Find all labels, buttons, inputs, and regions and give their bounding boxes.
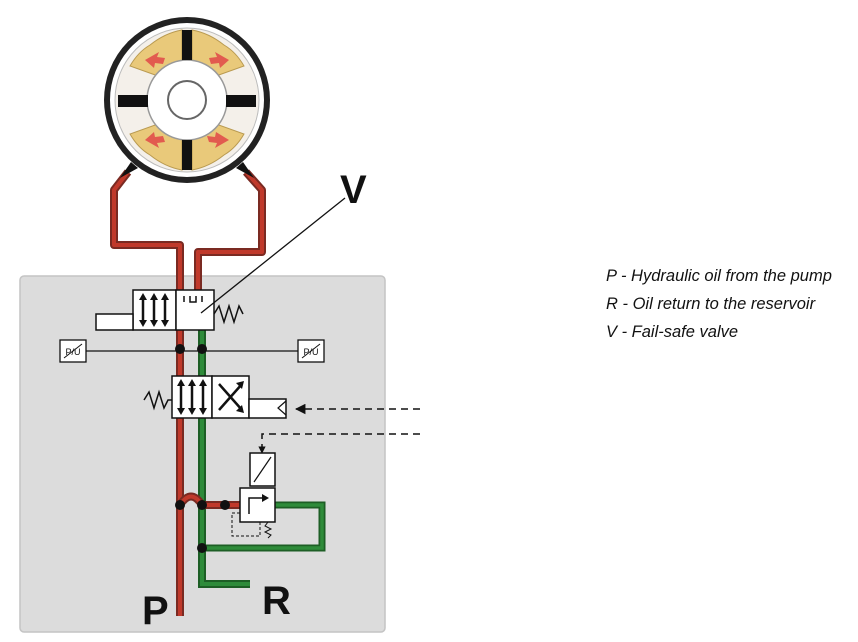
rotation-arrow-icon (145, 52, 165, 68)
return-port-label: R (262, 579, 291, 623)
sensor-symbol-text: P/U (303, 347, 318, 357)
control-valve-solenoid (248, 398, 287, 419)
valve-marker-label: V (340, 168, 367, 212)
flow-arrow-icon (236, 162, 254, 178)
legend-item-return: R - Oil return to the reservoir (606, 295, 816, 313)
legend-item-pressure: P - Hydraulic oil from the pump (606, 267, 832, 285)
motor-vane (182, 30, 192, 60)
sensor-symbol-text: P/U (65, 347, 80, 357)
legend-item-valve: V - Fail-safe valve (606, 323, 739, 341)
control-valve (143, 375, 287, 419)
pilot-signal-line (258, 433, 420, 454)
solenoid-coil (95, 313, 134, 331)
rotation-arrow-icon (207, 132, 229, 148)
control-valve-spring (143, 389, 172, 411)
rotation-arrow-icon (209, 52, 229, 68)
pressure-line-to-motor (110, 169, 266, 290)
return-spring (213, 303, 244, 325)
pressure-relief-valve (231, 452, 276, 539)
pressure-sensor-right: P/U (297, 339, 325, 363)
pressure-port-label: P (142, 589, 169, 633)
valve-pointer-line (200, 197, 346, 314)
pressure-sensor-left: P/U (59, 339, 87, 363)
fail-safe-valve (95, 289, 244, 331)
control-valve-solenoid-marker (277, 400, 287, 416)
motor-shaft (167, 80, 207, 120)
motor-vane (226, 95, 256, 107)
flow-arrow-icon (120, 162, 138, 178)
relief-valve-spring (263, 521, 273, 539)
rotation-arrow-icon (145, 132, 165, 148)
motor-vane (118, 95, 148, 107)
legend: P - Hydraulic oil from the pump R - Oil … (606, 262, 854, 346)
motor-vane (182, 140, 192, 170)
rotary-actuator (104, 17, 270, 183)
